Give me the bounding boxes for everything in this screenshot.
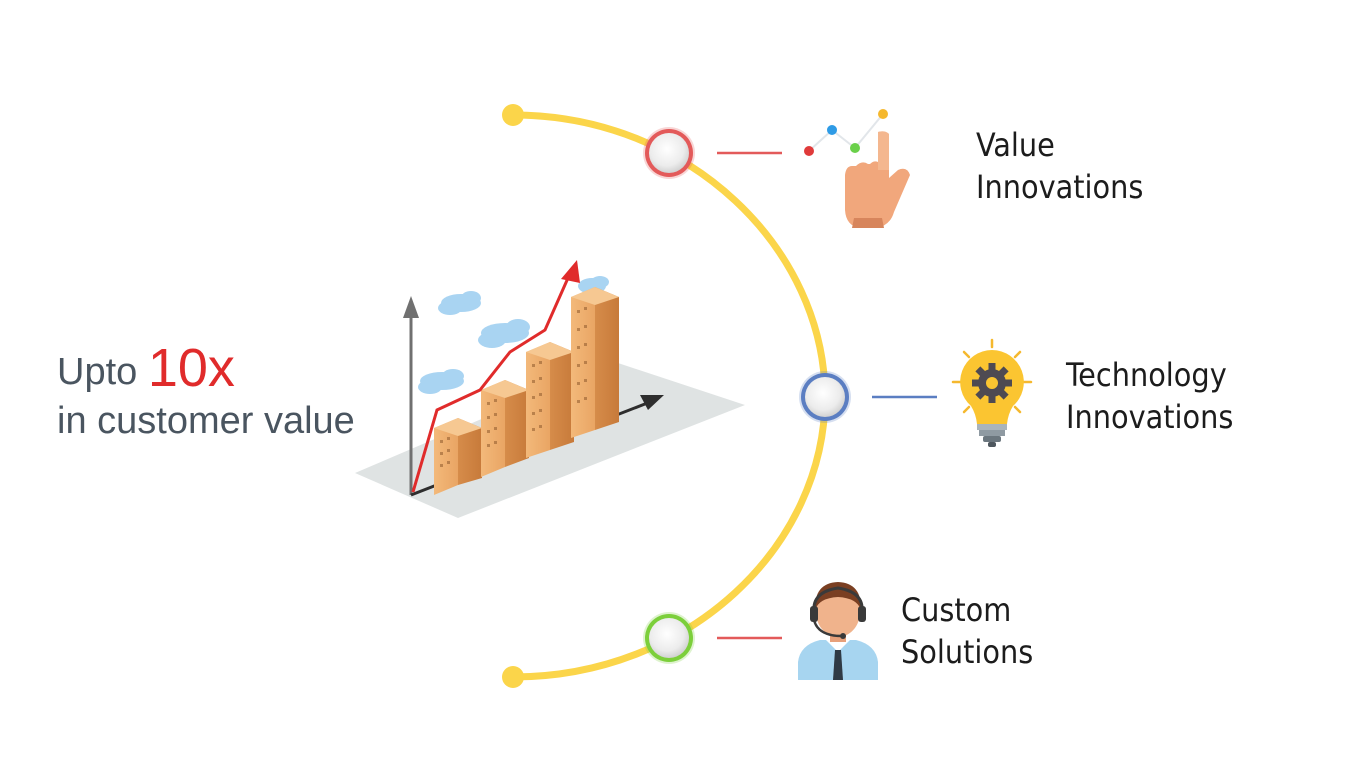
lightbulb-gear-icon — [951, 338, 1033, 447]
label-line-1: Value — [976, 126, 1055, 164]
headline-line-2: in customer value — [57, 399, 355, 442]
headline-line-1: Upto 10x — [57, 336, 355, 401]
support-agent-icon — [798, 582, 878, 680]
label-line-2: Innovations — [1066, 398, 1234, 436]
pointing-hand-chart-icon — [804, 109, 910, 228]
headline-prefix: Upto — [57, 351, 138, 393]
node-technology — [799, 371, 851, 423]
label-custom-solutions: Custom Solutions — [901, 589, 1033, 673]
label-value-innovations: Value Innovations — [976, 124, 1143, 208]
label-technology-innovations: Technology Innovations — [1066, 354, 1233, 438]
headline-multiplier: 10x — [147, 338, 235, 398]
growth-illustration-icon — [355, 260, 745, 518]
node-value — [643, 127, 695, 179]
label-line-1: Technology — [1066, 356, 1227, 394]
arc-end-top — [502, 104, 524, 126]
node-custom — [643, 612, 695, 664]
arc-end-bottom — [502, 666, 524, 688]
headline: Upto 10x in customer value — [57, 336, 355, 444]
label-line-2: Innovations — [976, 168, 1144, 206]
label-line-2: Solutions — [901, 633, 1034, 671]
label-line-1: Custom — [901, 591, 1012, 629]
